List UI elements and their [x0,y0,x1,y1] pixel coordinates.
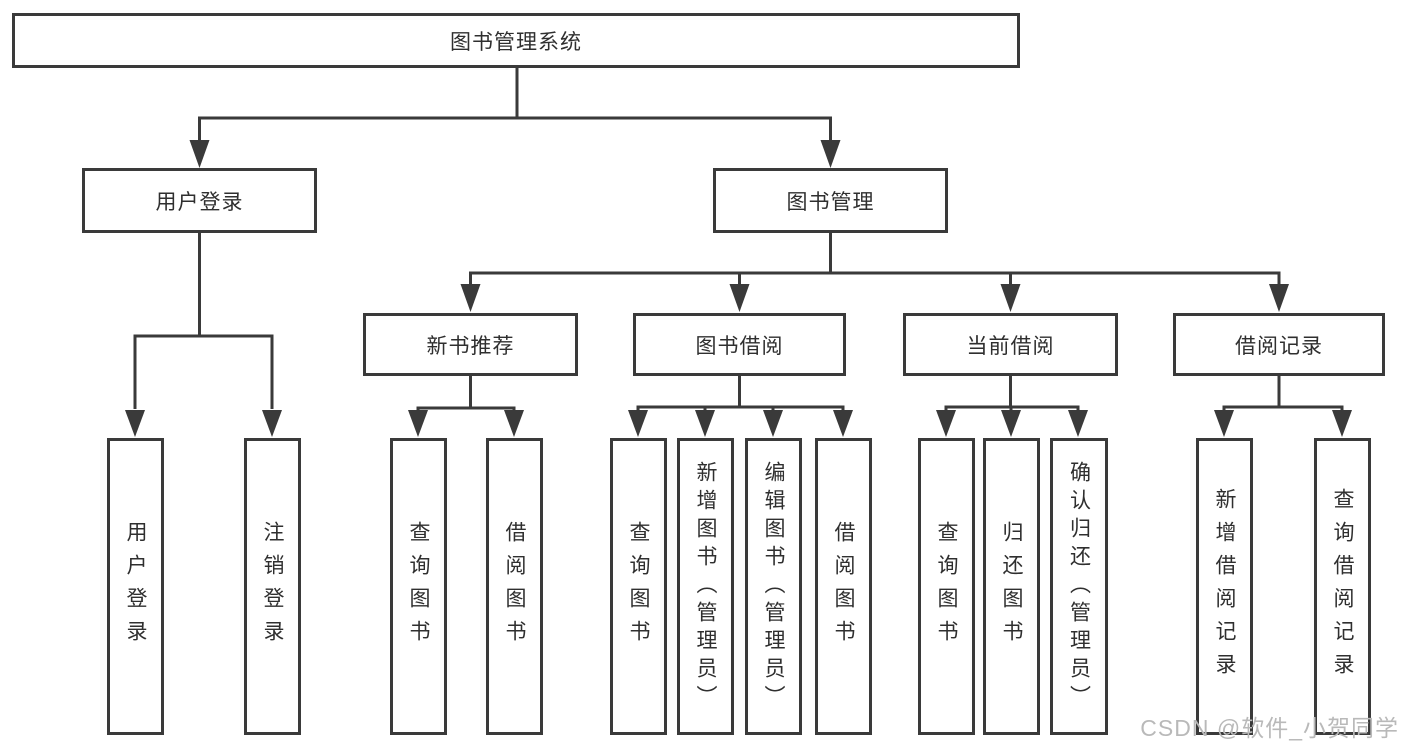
node-label: 新书推荐 [426,334,515,358]
node-book-management-branch: 图书管理 [713,168,948,233]
node-current-borrow: 当前借阅 [903,313,1118,376]
leaf-query-book: 查询图书 [610,438,667,735]
node-label: 用户登录 [155,190,244,214]
arrowhead-icons [125,140,1352,437]
leaf-label: 编辑图书（管理员） [762,460,785,713]
leaf-label: 确认归还（管理员） [1067,460,1091,713]
leaf-label: 借阅图书 [503,520,526,653]
leaf-return-book: 归还图书 [983,438,1040,735]
leaf-label: 新增借阅记录 [1213,487,1236,686]
leaf-edit-book-admin: 编辑图书（管理员） [745,438,802,735]
leaf-query-book-current: 查询图书 [918,438,975,735]
node-new-book-recommend: 新书推荐 [363,313,578,376]
node-borrow-record: 借阅记录 [1173,313,1385,376]
connector-paths [133,67,1344,410]
node-root-system: 图书管理系统 [12,13,1020,68]
node-book-borrow: 图书借阅 [633,313,846,376]
leaf-add-borrow-record: 新增借阅记录 [1196,438,1253,735]
leaf-label: 注销登录 [261,520,284,653]
leaf-borrow-book-recommend: 借阅图书 [486,438,543,735]
leaf-label: 查询图书 [627,520,650,653]
leaf-confirm-return-admin: 确认归还（管理员） [1050,438,1108,735]
leaf-label: 归还图书 [1000,520,1023,653]
node-label: 当前借阅 [966,334,1055,358]
leaf-label: 查询图书 [935,520,958,653]
node-label: 图书管理 [786,190,875,214]
node-user-login-branch: 用户登录 [82,168,317,233]
leaf-borrow-book: 借阅图书 [815,438,872,735]
leaf-label: 查询图书 [407,520,430,653]
node-label: 借阅记录 [1235,334,1323,358]
node-label: 图书借阅 [695,334,784,358]
leaf-logout: 注销登录 [244,438,301,735]
leaf-label: 借阅图书 [832,520,855,653]
leaf-label: 查询借阅记录 [1331,487,1354,686]
leaf-query-borrow-record: 查询借阅记录 [1314,438,1371,735]
node-label: 图书管理系统 [450,30,582,54]
leaf-label: 新增图书（管理员） [694,460,717,713]
leaf-user-login: 用户登录 [107,438,164,735]
leaf-label: 用户登录 [124,520,147,653]
csdn-watermark: CSDN @软件_小贺同学 [1140,715,1399,741]
leaf-add-book-admin: 新增图书（管理员） [677,438,734,735]
leaf-query-book-recommend: 查询图书 [390,438,447,735]
